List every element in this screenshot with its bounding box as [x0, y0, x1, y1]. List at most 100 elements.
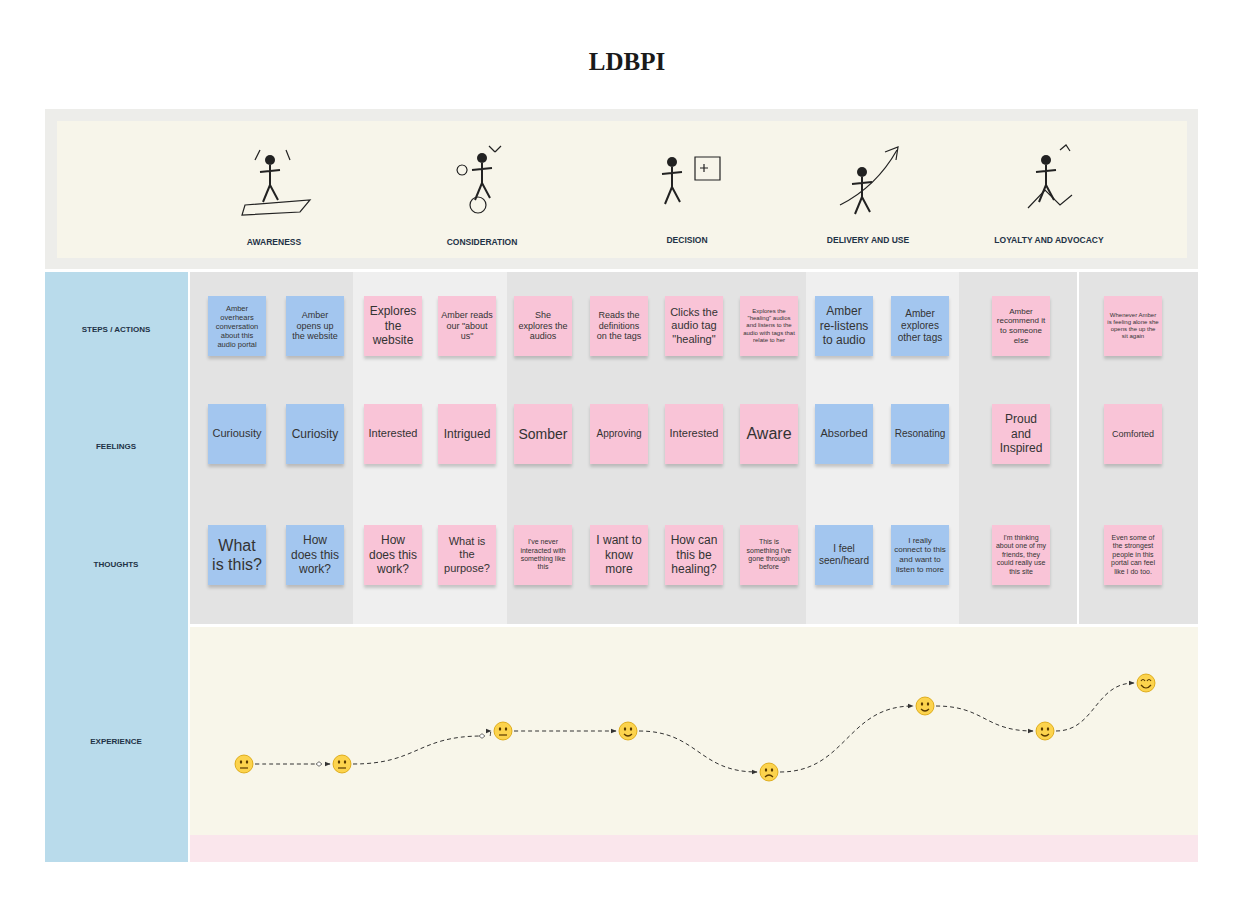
emoji-mouth: [1141, 685, 1151, 688]
experience-line: [255, 764, 319, 765]
emoji-mouth: [338, 767, 346, 768]
sticky-note: Curiosity: [286, 404, 344, 464]
bottom-strip: [190, 835, 1198, 862]
label: CONSIDERATION: [407, 237, 557, 247]
note-text: I'm thinking about one of my friends, th…: [995, 534, 1047, 576]
note-text: What is the purpose?: [441, 535, 493, 575]
emoji-head: [760, 763, 778, 781]
sticky-note: Interested: [364, 404, 422, 464]
note-text: I want to know more: [593, 533, 645, 576]
note-text: Approving: [593, 428, 645, 440]
sticky-note: Reads the definitions on the tags: [590, 296, 648, 356]
note-text: Interested: [367, 427, 419, 440]
note-text: Explores the "healing" audios and listen…: [743, 308, 795, 344]
note-text: Amber explores other tags: [894, 308, 946, 344]
emoji-eye: [246, 760, 248, 764]
sticky-note: Interested: [665, 404, 723, 464]
sticky-note: Explores the "healing" audios and listen…: [740, 296, 798, 356]
sticky-note: She explores the audios: [514, 296, 572, 356]
note-text: Amber recommend it to someone else: [995, 307, 1047, 345]
note-text: I feel seen/heard: [818, 543, 870, 567]
emoji-mouth: [240, 767, 248, 768]
experience-line: [353, 736, 482, 764]
emoji-mouth: [921, 709, 929, 711]
note-text: Even some of the strongest people in thi…: [1107, 534, 1159, 576]
emoji-head: [619, 722, 637, 740]
experience-line: [639, 731, 757, 772]
header-frame: [45, 109, 1198, 269]
sticky-note: I've never interacted with something lik…: [514, 525, 572, 585]
emoji-eye: [765, 768, 767, 772]
illustration-stroke: [695, 157, 720, 180]
label: THOUGHTS: [51, 560, 181, 570]
sticky-note: Amber opens up the website: [286, 296, 344, 356]
sticky-note: Intrigued: [438, 404, 496, 464]
stage-band: [507, 272, 806, 624]
stage-illustration: [457, 146, 501, 213]
label: LOYALTY AND ADVOCACY: [974, 235, 1124, 245]
sticky-note: Amber reads our "about us": [438, 296, 496, 356]
note-text: Aware: [743, 424, 795, 443]
note-text: Explores the website: [367, 304, 419, 347]
label: DECISION: [612, 235, 762, 245]
note-text: Reads the definitions on the tags: [593, 310, 645, 342]
sticky-note: Amber recommend it to someone else: [992, 296, 1050, 356]
note-text: Proud and Inspired: [995, 412, 1047, 455]
sticky-note: Curiousity: [208, 404, 266, 464]
emoji-eye: [338, 760, 340, 764]
emoji-eye: [344, 760, 346, 764]
emoji-face: [333, 755, 351, 773]
emoji-head: [916, 697, 934, 715]
note-text: Curiosity: [289, 427, 341, 441]
figure-head: [857, 167, 867, 177]
illustration-stroke: [885, 147, 898, 160]
note-text: Comforted: [1107, 429, 1159, 440]
sticky-note: I feel seen/heard: [815, 525, 873, 585]
emoji-head: [1036, 722, 1054, 740]
emoji-eye: [624, 727, 626, 731]
label: AWARENESS: [199, 237, 349, 247]
sticky-note: Amber explores other tags: [891, 296, 949, 356]
experience-line: [514, 731, 616, 732]
label: DELIVERY AND USE: [793, 235, 943, 245]
figure-body: [472, 163, 492, 200]
stage-illustration: [840, 147, 898, 214]
note-text: How does this work?: [367, 533, 419, 576]
emoji-eyes: [1141, 680, 1151, 682]
figure-head: [1041, 155, 1051, 165]
illustration-stroke: [489, 146, 501, 152]
note-text: She explores the audios: [517, 310, 569, 342]
emoji-eye: [505, 727, 507, 731]
sticky-note: Proud and Inspired: [992, 404, 1050, 464]
illustration-stroke: [470, 197, 486, 213]
emoji-face: [760, 763, 778, 781]
experience-line: [327, 764, 330, 765]
emoji-head: [235, 755, 253, 773]
experience-panel: [190, 627, 1198, 835]
sticky-note: This is something I've gone through befo…: [740, 525, 798, 585]
figure-head: [477, 153, 487, 163]
emoji-eye: [771, 768, 773, 772]
sticky-note: Aware: [740, 404, 798, 464]
emoji-head: [494, 722, 512, 740]
row-header-column: [45, 272, 188, 862]
label: EXPERIENCE: [51, 737, 181, 747]
note-text: Intrigued: [441, 427, 493, 441]
emoji-mouth: [1041, 734, 1049, 736]
experience-line: [780, 706, 913, 772]
sticky-note: How does this work?: [286, 525, 344, 585]
emoji-face: [1036, 722, 1054, 740]
note-text: Absorbed: [818, 427, 870, 440]
note-text: Resonating: [894, 428, 946, 440]
emoji-head: [333, 755, 351, 773]
emoji-mouth: [765, 775, 773, 777]
emoji-eye: [240, 760, 242, 764]
sticky-note: Resonating: [891, 404, 949, 464]
sticky-note: How can this be healing?: [665, 525, 723, 585]
emoji-mouth: [624, 734, 632, 736]
sticky-note: I'm thinking about one of my friends, th…: [992, 525, 1050, 585]
emoji-eye: [630, 727, 632, 731]
note-text: I've never interacted with something lik…: [517, 538, 569, 572]
sticky-note: I want to know more: [590, 525, 648, 585]
